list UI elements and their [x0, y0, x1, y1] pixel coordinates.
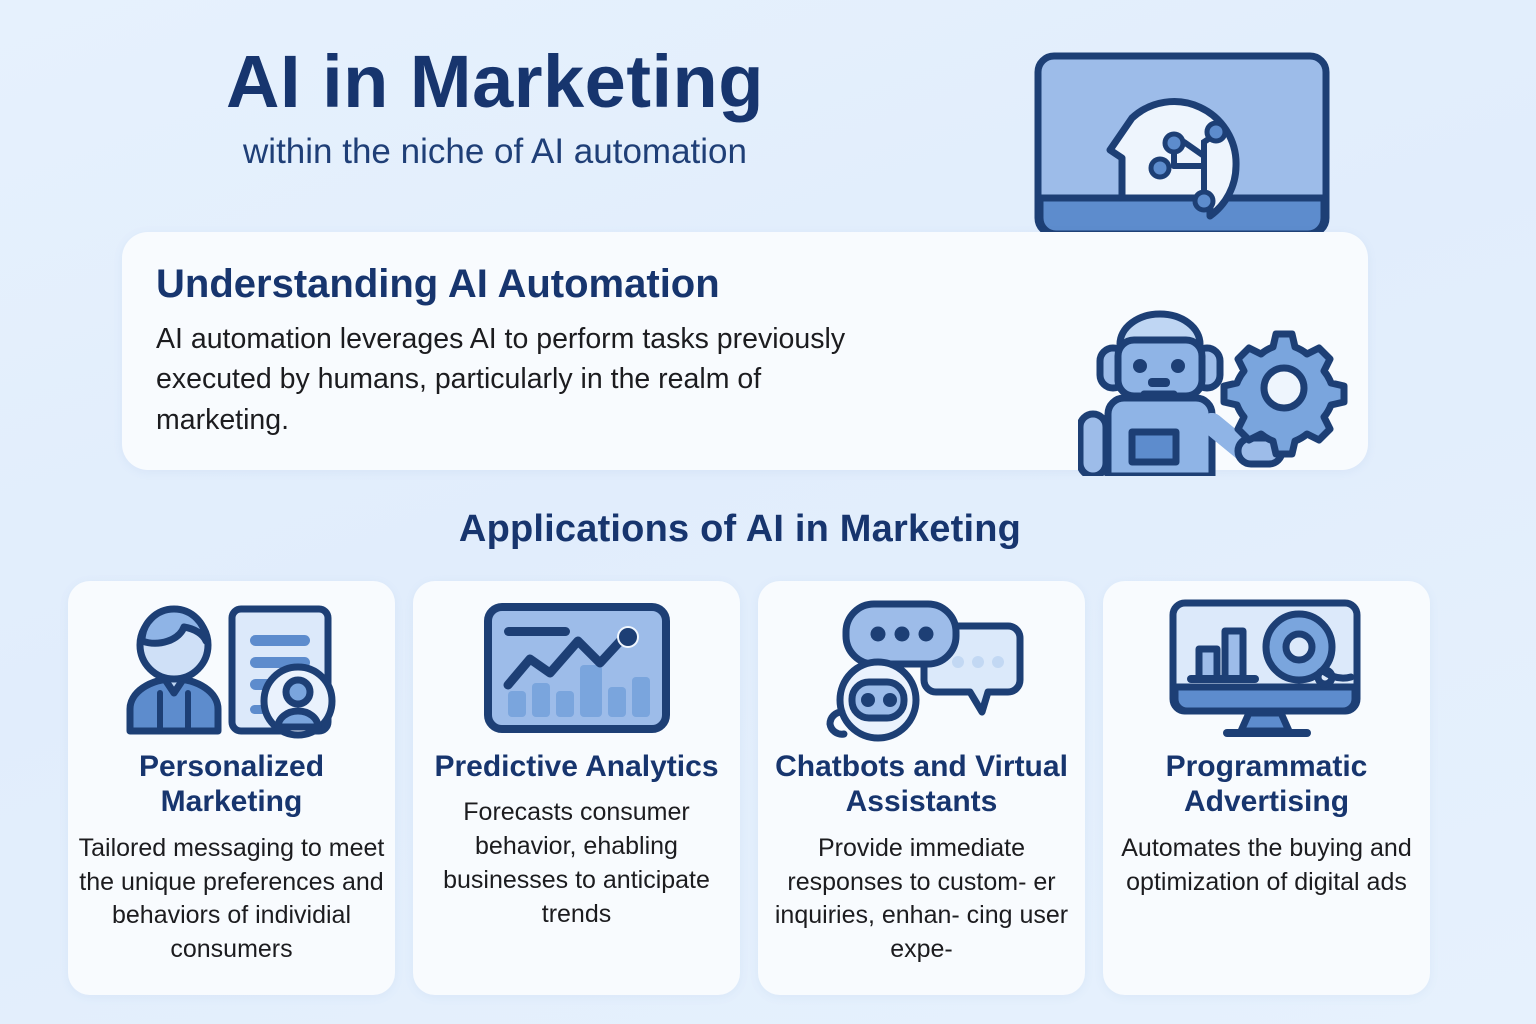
section-heading: Applications of AI in Marketing	[458, 508, 1022, 550]
chat-bubbles-bot-icon	[758, 581, 1085, 743]
analytics-chart-icon	[413, 581, 740, 743]
applications-card-grid: Personalized Marketing Tailored messagin…	[68, 581, 1468, 995]
header: AI in Marketing within the niche of AI a…	[0, 44, 990, 172]
application-card[interactable]: Programmatic Advertising Automates the b…	[1103, 581, 1430, 995]
card-title: Programmatic Advertising	[1165, 750, 1368, 819]
page-subtitle: within the niche of AI automation	[243, 132, 747, 172]
person-document-icon	[68, 581, 395, 743]
understanding-body: AI automation leverages AI to perform ta…	[156, 322, 846, 436]
application-card[interactable]: Predictive Analytics Forecasts consumer …	[413, 581, 740, 995]
monitor-analytics-target-icon	[1103, 581, 1430, 743]
card-description: Forecasts consumer behavior, ehabling bu…	[443, 798, 710, 928]
card-title: Personalized Marketing	[138, 750, 325, 819]
monitor-ai-head-icon	[1026, 46, 1344, 286]
understanding-title: Understanding AI Automation	[156, 262, 720, 306]
card-title: Predictive Analytics	[434, 750, 719, 783]
page-title: AI in Marketing	[226, 40, 764, 123]
application-card[interactable]: Personalized Marketing Tailored messagin…	[68, 581, 395, 995]
robot-gear-icon	[1078, 296, 1358, 476]
card-title: Chatbots and Virtual Assistants	[775, 750, 1068, 819]
card-description: Tailored messaging to meet the unique pr…	[78, 833, 385, 964]
application-card[interactable]: Chatbots and Virtual Assistants Provide …	[758, 581, 1085, 995]
card-description: Provide immediate responses to custom- e…	[774, 833, 1069, 964]
card-description: Automates the buying and optimization of…	[1121, 833, 1412, 896]
